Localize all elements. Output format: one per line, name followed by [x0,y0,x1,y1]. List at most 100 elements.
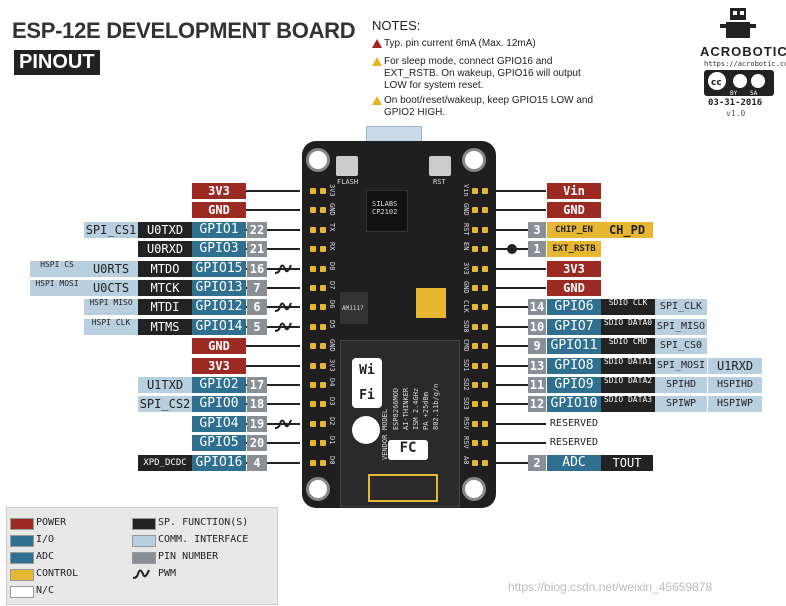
pin-header-dot [472,285,478,291]
pin-header-dot [310,362,316,369]
sdio-function: SDIO DATA0 [601,318,655,335]
pin-header-dot [472,207,478,214]
pwm-icon [274,302,292,313]
flash-label: FLASH [337,178,359,186]
legend-label: PWM [158,568,177,579]
mount-hole [306,477,330,501]
gpio-label: GPIO13 [192,280,246,296]
pin-header-dot [472,188,478,194]
pin-header-dot [320,362,326,369]
gpio-label: GPIO8 [547,357,601,374]
comm-interface: HSPI MISO [84,299,138,316]
legend-label: PIN NUMBER [158,551,219,562]
connector-line [496,248,546,251]
pin-number: 13 [528,357,546,374]
board-pin-label: TX [328,222,336,232]
sdio-function: SDIO DATA2 [601,377,655,393]
board-pin-label: D6 [328,300,336,309]
rst-label: RST [433,178,446,186]
page-title: ESP-12E DEVELOPMENT BOARD [12,18,356,43]
rst-button[interactable] [429,156,451,176]
special-function: U0RXD [138,241,192,258]
pin-header-dot [320,459,326,466]
special-function: MTCK [138,280,192,296]
control-alt-label: CH_PD [601,221,653,238]
pin-header-dot [482,362,488,369]
pin-header-dot [320,226,326,233]
connector-line [246,190,300,192]
pin-header-dot [482,343,488,350]
board-pin-label: EN [462,242,470,251]
board-pin-label: SD1 [462,358,470,372]
pin-header-dot [472,382,478,388]
control-label: EXT_RSTB [547,241,601,258]
connector-line [246,287,300,289]
gpio-label: GPIO14 [192,318,246,335]
power-label: 3V3 [192,357,246,374]
board-pin-label: D5 [328,319,336,329]
pin-header-dot [310,246,316,253]
board-pin-label: D4 [328,378,336,387]
power-label: GND [547,280,601,296]
pin-number: 18 [247,396,267,413]
pin-number: 14 [528,299,546,316]
release-version: v1.0 [726,109,746,118]
pin-number: 4 [247,454,267,471]
connector-line [496,461,546,464]
pin-header-dot [320,343,326,350]
note-text: For sleep mode, connect GPIO16 and EXT_R… [384,56,581,91]
power-label: 3V3 [547,260,601,277]
gpio-label: GPIO16 [192,454,246,471]
pin-header-dot [472,343,478,350]
special-function: U0TXD [138,221,192,238]
gpio-label: GPIO9 [547,377,601,393]
license-by: BY [730,90,738,97]
pin-header-dot [482,285,488,291]
connector-line [496,306,546,309]
pin-number: 9 [528,338,546,355]
module-side-text: MODEL [381,408,389,430]
legend-swatch [10,586,34,598]
flash-button[interactable] [336,156,358,176]
regulator [340,292,368,324]
connector-line [496,345,546,348]
legend-label: I/O [36,534,55,545]
legend-label: POWER [36,517,67,528]
board-pin-label: D0 [328,455,336,465]
board-pin-label: 3V3 [328,184,336,197]
connector-line [496,325,546,328]
pin-header-dot [320,265,326,272]
pin-header-dot [310,401,316,408]
comm-interface-alt: HSPIHD [708,377,762,393]
pin-number: 10 [528,318,546,335]
pin-header-dot [472,265,478,272]
pin-number: 11 [528,377,546,393]
pin-number: 12 [528,396,546,413]
power-label: GND [547,202,601,219]
board-pin-label: RSV [462,436,470,449]
board-pin-label: CLK [462,300,470,314]
legend-swatch [10,518,34,530]
special-function: XPD_DCDC [138,454,192,471]
pin-number: 1 [528,241,546,258]
legend-swatch [132,518,156,530]
uart-label: U0RTS [84,260,138,277]
legend-swatch [10,569,34,581]
warning-icon [372,39,382,48]
notes-heading: NOTES: [372,18,421,33]
legend-swatch [10,535,34,547]
chip-label: SILABS CP2102 [372,200,398,216]
legend-label: SP. FUNCTION(S) [158,517,249,528]
pwm-icon [132,569,150,579]
connector-line [246,325,300,328]
pin-number: 16 [247,260,267,277]
robot-logo-icon [714,6,762,42]
uart-label: U1RXD [708,357,762,374]
connector-line [246,306,300,309]
pin-header-dot [482,420,488,427]
board-pin-label: SD2 [462,378,470,391]
board-pin-label: RST [462,222,470,236]
pin-header-dot [310,382,316,388]
board-pin-label: RSV [462,416,470,430]
sdio-function: SDIO DATA1 [601,357,655,374]
